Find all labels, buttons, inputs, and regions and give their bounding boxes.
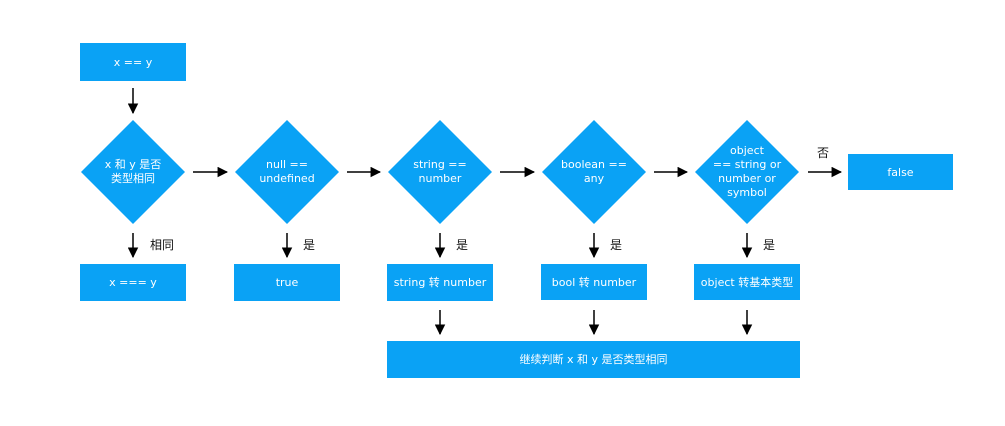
edge-label-no: 否: [817, 146, 830, 160]
false-node: false: [848, 154, 953, 190]
edge-label-yes-4: 是: [610, 238, 623, 252]
result-string-to-number: string 转 number: [387, 264, 493, 301]
decision-text-type-same: x 和 y 是否 类型相同: [104, 158, 162, 185]
result-bool-to-number: bool 转 number: [541, 264, 647, 300]
decision-diamond-3: [388, 120, 492, 224]
decision-text-object: object == string or number or symbol: [712, 144, 782, 199]
bottom-continue-node: 继续判断 x 和 y 是否类型相同: [387, 341, 800, 378]
edge-label-yes-3: 是: [456, 238, 469, 252]
edge-label-same: 相同: [150, 238, 175, 252]
result-strict-equal: x === y: [80, 264, 186, 301]
edge-label-yes-2: 是: [303, 238, 316, 252]
edge-label-yes-5: 是: [763, 238, 776, 252]
result-object-to-primitive: object 转基本类型: [694, 264, 800, 300]
decision-diamond-5: [695, 120, 799, 224]
start-node: x == y: [80, 43, 186, 81]
decision-diamond-2: [235, 120, 339, 224]
decision-text-string-number: string == number: [413, 158, 467, 185]
result-true: true: [234, 264, 340, 301]
decision-diamond-1: [81, 120, 185, 224]
decision-diamond-4: [542, 120, 646, 224]
decision-text-null-undefined: null == undefined: [259, 158, 315, 185]
decision-text-boolean-any: boolean == any: [561, 158, 627, 185]
